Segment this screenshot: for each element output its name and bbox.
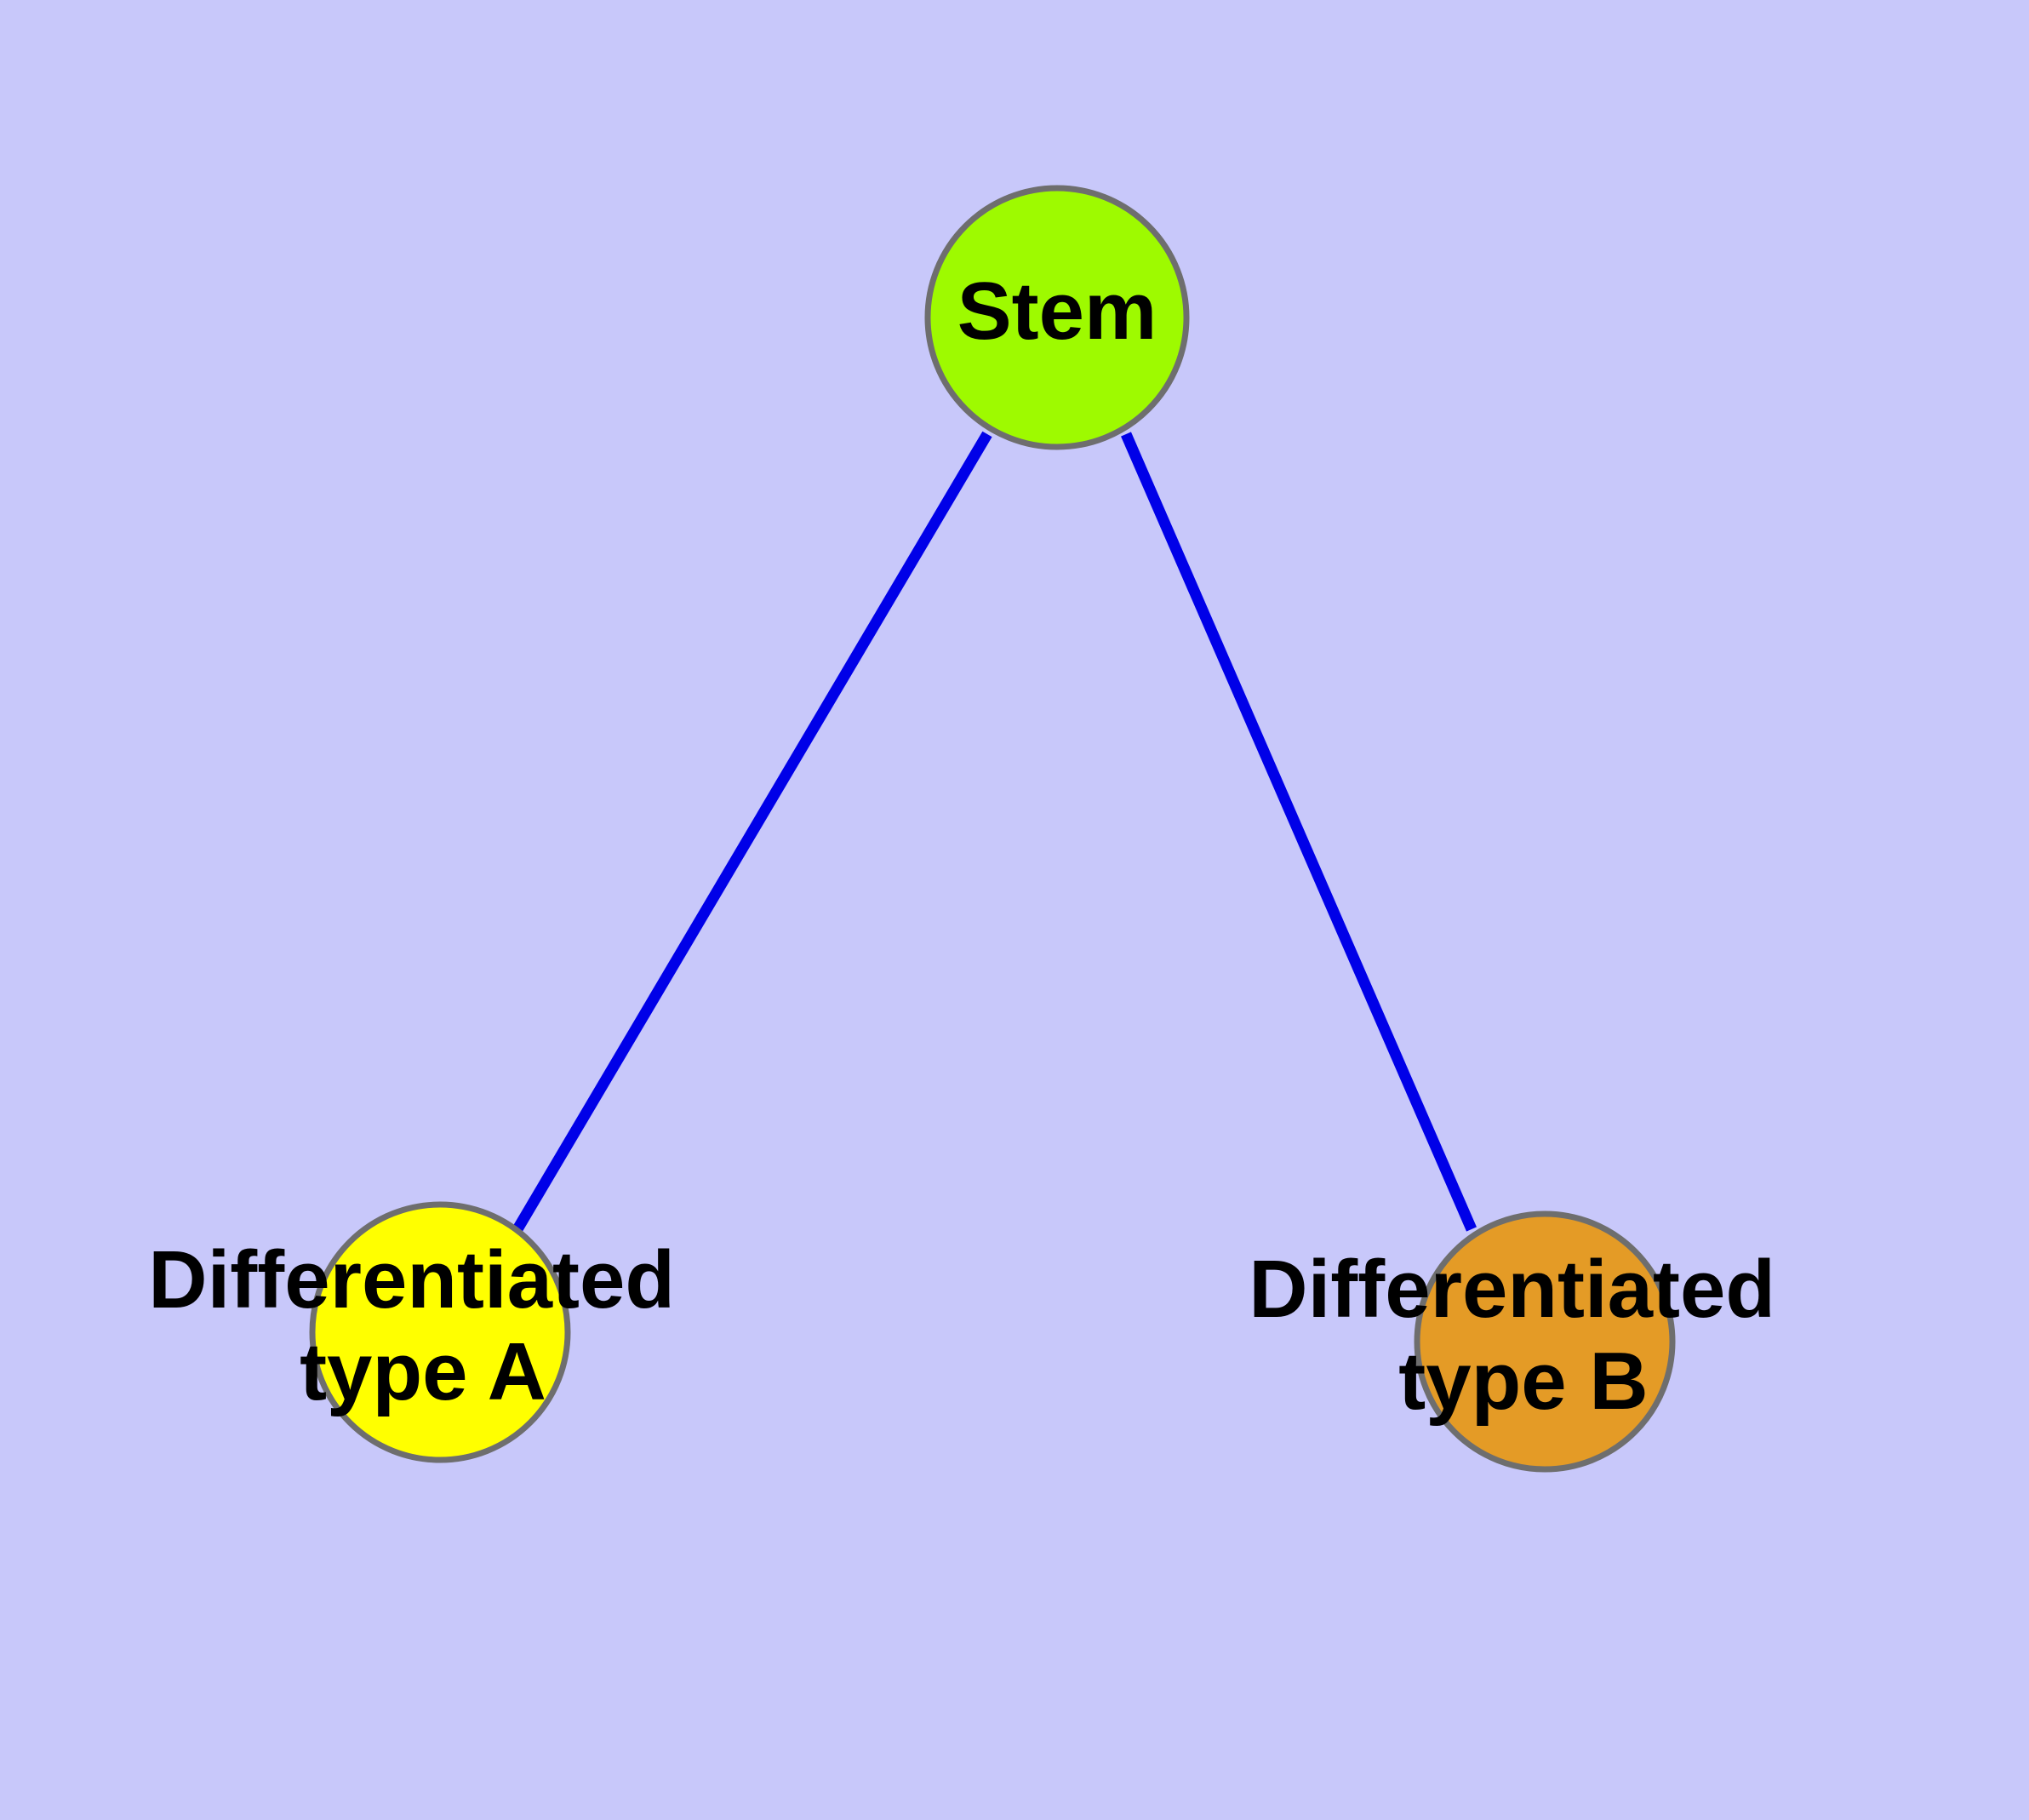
node-differentiated-type-b[interactable]: [1414, 1210, 1676, 1473]
edge-stem-to-differentiated-type-a[interactable]: [512, 431, 992, 1233]
node-circle-differentiated-type-a[interactable]: [309, 1201, 571, 1463]
labels-group: Stem Differentiated type A Differentiate…: [148, 266, 1798, 1428]
node-label-differentiated-type-a-line-2: type A: [300, 1326, 546, 1417]
node-label-differentiated-type-a: Differentiated type A: [148, 1235, 697, 1418]
edges-group: [512, 431, 1477, 1233]
node-circle-differentiated-type-b[interactable]: [1414, 1210, 1676, 1473]
nodes-group: [309, 185, 1676, 1473]
node-circle-stem[interactable]: [924, 185, 1190, 450]
node-label-differentiated-type-b: Differentiated type B: [1249, 1245, 1798, 1428]
node-label-stem-line-1: Stem: [957, 266, 1157, 357]
node-label-stem: Stem: [957, 266, 1157, 357]
node-label-differentiated-type-a-line-1: Differentiated: [148, 1235, 675, 1326]
node-differentiated-type-a[interactable]: [309, 1201, 571, 1463]
edge-stem-to-differentiated-type-b[interactable]: [1121, 432, 1477, 1232]
node-label-differentiated-type-b-line-2: type B: [1398, 1336, 1648, 1427]
node-stem[interactable]: [924, 185, 1190, 450]
node-label-differentiated-type-b-line-1: Differentiated: [1249, 1245, 1775, 1336]
